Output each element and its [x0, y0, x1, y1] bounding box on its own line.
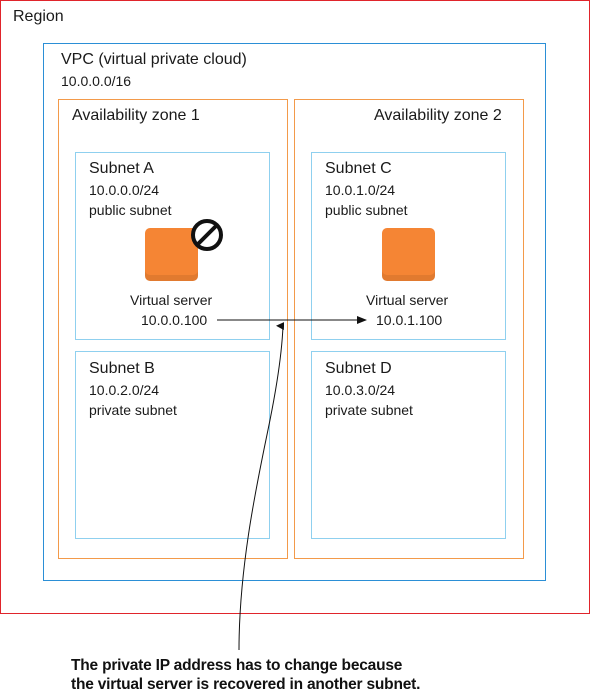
subnet-d — [311, 351, 506, 539]
new-server-label: Virtual server — [366, 292, 449, 308]
availability-zone-1 — [58, 99, 288, 559]
region-label: Region — [13, 8, 64, 25]
caption-line-1: The private IP address has to change bec… — [71, 657, 403, 674]
subnet-c-name: Subnet C — [325, 160, 392, 177]
subnet-b-name: Subnet B — [89, 360, 155, 377]
old-server-label: Virtual server — [130, 292, 213, 308]
caption: The private IP address has to change bec… — [71, 656, 420, 694]
subnet-a — [75, 152, 270, 340]
vpc-container — [43, 43, 546, 581]
prohibited-icon — [191, 219, 223, 251]
vpc-label: VPC (virtual private cloud) — [61, 51, 247, 68]
subnet-a-cidr: 10.0.0.0/24 — [89, 182, 160, 198]
subnet-c-cidr: 10.0.1.0/24 — [325, 182, 396, 198]
subnet-d-cidr: 10.0.3.0/24 — [325, 382, 396, 398]
availability-zone-1-label: Availability zone 1 — [72, 107, 200, 124]
subnet-b-cidr: 10.0.2.0/24 — [89, 382, 160, 398]
subnet-a-type: public subnet — [89, 202, 172, 218]
callout-pointer — [238, 322, 285, 651]
subnet-b — [75, 351, 270, 539]
subnet-c — [311, 152, 506, 340]
old-server-ip: 10.0.0.100 — [141, 312, 208, 328]
server-icon — [382, 228, 435, 281]
new-server-ip: 10.0.1.100 — [376, 312, 443, 328]
subnet-d-type: private subnet — [325, 402, 413, 418]
caption-line-2: the virtual server is recovered in anoth… — [71, 676, 421, 693]
vpc-cidr: 10.0.0.0/16 — [61, 73, 132, 89]
subnet-b-type: private subnet — [89, 402, 177, 418]
server-icon — [145, 228, 198, 281]
subnet-d-name: Subnet D — [325, 360, 392, 377]
availability-zone-2 — [294, 99, 524, 559]
availability-zone-2-label: Availability zone 2 — [374, 107, 502, 124]
subnet-c-type: public subnet — [325, 202, 408, 218]
subnet-a-name: Subnet A — [89, 160, 154, 177]
